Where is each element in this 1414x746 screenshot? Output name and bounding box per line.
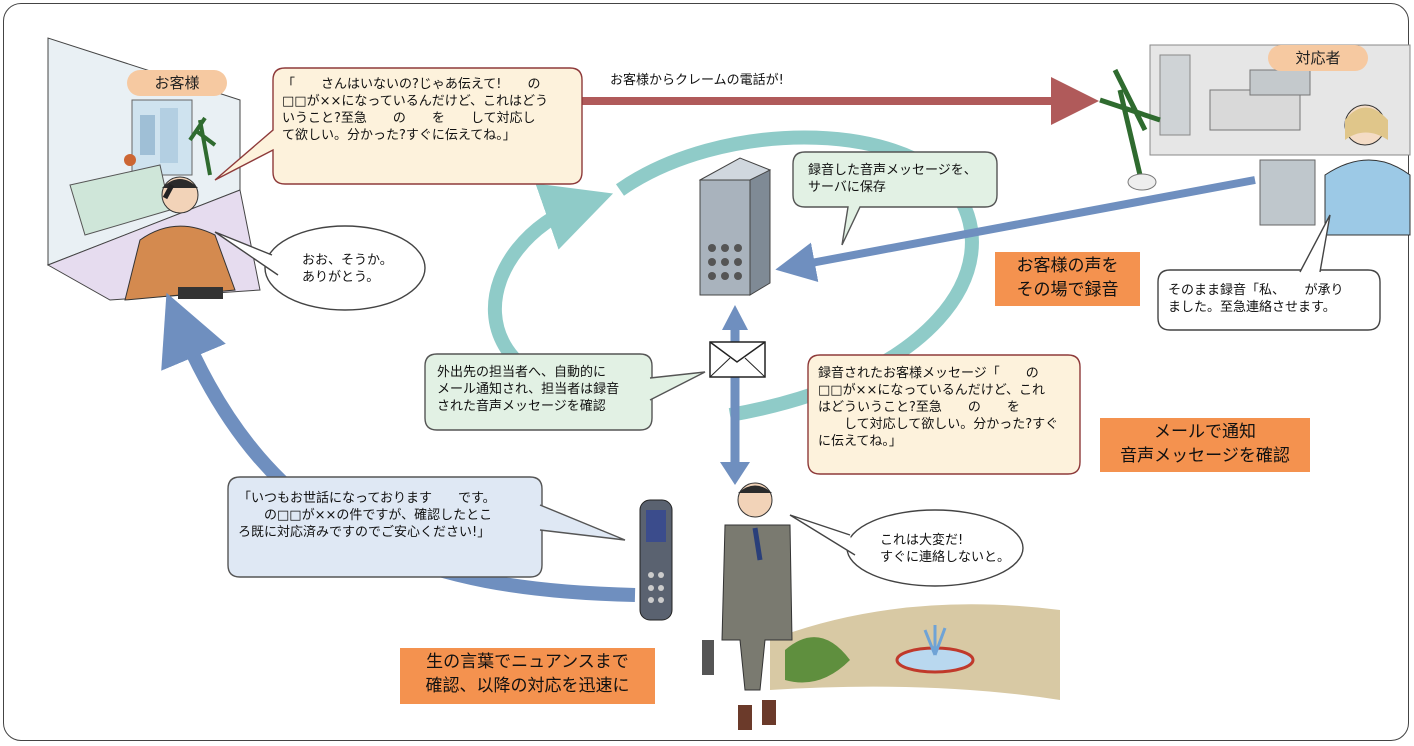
callout-quick-response: 生の言葉でニュアンスまで 確認、以降の対応を迅速に <box>400 648 655 704</box>
mail-notify-text: 外出先の担当者へ、自動的に メール通知され、担当者は録音 された音声メッセージを… <box>437 365 620 414</box>
mobile-phone-icon <box>639 499 673 621</box>
park-illustration <box>770 604 1060 700</box>
recorded-message-text: 録音されたお客様メッセージ「 の □□が××になっているんだけど、これ はどうい… <box>818 366 1059 449</box>
responder-label: 対応者 <box>1268 45 1368 71</box>
customer-complaint-text: 「 さんはいないの?じゃあ伝えて! の □□が××になっているんだけど、これはど… <box>282 77 549 143</box>
staff-figure <box>702 482 793 730</box>
mail-icon <box>709 341 766 378</box>
callout-mail-confirm: メールで通知 音声メッセージを確認 <box>1100 418 1310 472</box>
server-icon <box>698 157 772 296</box>
customer-reply-text: おお、そうか。 ありがとう。 <box>302 253 393 285</box>
call-arrow-label: お客様からクレームの電話が! <box>610 73 784 88</box>
responder-figure <box>1324 104 1411 236</box>
record-arrow <box>775 176 1256 282</box>
diagram-frame <box>3 3 1409 741</box>
responder-record-text: そのまま録音「私、 が承り ました。至急連絡させます。 <box>1168 283 1344 315</box>
customer-label: お客様 <box>127 70 227 96</box>
callout-record-on-spot: お客様の声を その場で録音 <box>995 252 1140 306</box>
bubble-shapes <box>214 67 1381 587</box>
customer-figure <box>124 176 236 301</box>
staff-thought-text: これは大変だ! すぐに連絡しないと。 <box>880 533 1011 565</box>
server-save-text: 録音した音声メッセージを、 サーバに保存 <box>808 163 977 195</box>
staff-callback-text: 「いつもお世話になっております です。 の□□が××の件ですが、確認したとこ ろ… <box>238 491 496 540</box>
